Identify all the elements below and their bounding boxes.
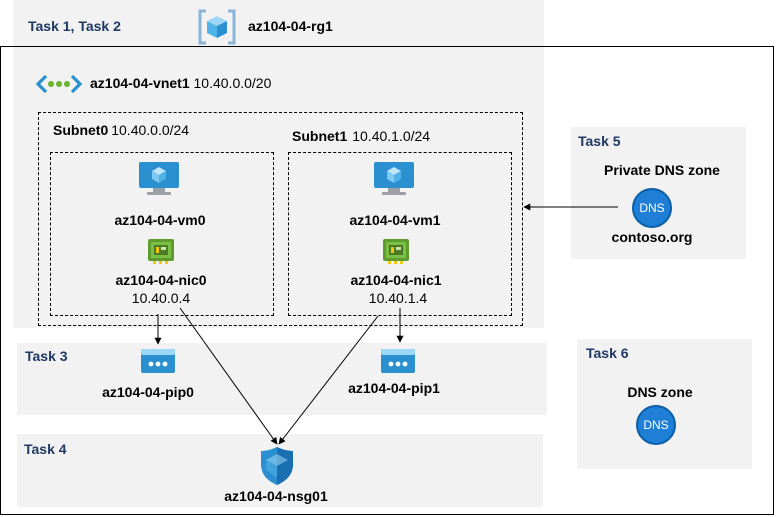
vm1-name: az104-04-vm1 bbox=[349, 212, 441, 228]
private-dns-badge: DNS bbox=[639, 201, 665, 215]
task12-band bbox=[13, 0, 544, 50]
vnet-name: az104-04-vnet1 bbox=[90, 75, 190, 91]
subnet0-name: Subnet0 bbox=[53, 122, 109, 138]
subnet1-name: Subnet1 bbox=[292, 128, 348, 144]
task6-label: Task 6 bbox=[586, 345, 629, 361]
task3-label: Task 3 bbox=[25, 348, 68, 364]
resource-group-name: az104-04-rg1 bbox=[248, 18, 333, 34]
task12-label: Task 1, Task 2 bbox=[28, 18, 121, 34]
pip1-name: az104-04-pip1 bbox=[348, 380, 440, 396]
private-dns-zone-name: contoso.org bbox=[611, 229, 693, 245]
vnet-band bbox=[13, 50, 544, 328]
dns-zone-icon: DNS bbox=[636, 405, 676, 445]
nic0-to-nsg-arrow bbox=[179, 307, 278, 445]
resource-group-icon bbox=[198, 9, 236, 45]
nic0-icon bbox=[148, 239, 174, 264]
pip0-icon bbox=[141, 349, 175, 373]
resource-group-border bbox=[0, 46, 774, 515]
task3-band bbox=[17, 343, 547, 415]
nic1-ip: 10.40.1.4 bbox=[368, 290, 428, 306]
vm1-icon bbox=[374, 162, 414, 195]
private-dns-icon: DNS bbox=[632, 188, 672, 228]
vnet-subnets-dashed-box bbox=[38, 112, 523, 326]
private-dns-title: Private DNS zone bbox=[604, 162, 720, 178]
nic0-name: az104-04-nic0 bbox=[115, 272, 207, 288]
nic1-name: az104-04-nic1 bbox=[350, 272, 442, 288]
subnet0-cidr: 10.40.0.0/24 bbox=[111, 122, 190, 138]
pip0-name: az104-04-pip0 bbox=[102, 384, 194, 400]
nsg-shield-icon bbox=[261, 447, 293, 485]
vnet-title: az104-04-vnet1 10.40.0.0/20 bbox=[90, 75, 271, 91]
pip1-icon bbox=[381, 349, 415, 373]
nic1-to-nsg-arrow bbox=[278, 315, 379, 445]
task4-label: Task 4 bbox=[24, 441, 67, 457]
vnet-cidr: 10.40.0.0/20 bbox=[193, 75, 272, 91]
subnet1-cidr: 10.40.1.0/24 bbox=[352, 128, 431, 144]
subnet0-dashed-box bbox=[50, 152, 274, 316]
vnet-icon bbox=[36, 74, 82, 94]
dns-zone-title: DNS zone bbox=[627, 384, 693, 400]
vm0-name: az104-04-vm0 bbox=[114, 212, 206, 228]
task5-label: Task 5 bbox=[578, 133, 621, 149]
dns-zone-badge: DNS bbox=[643, 418, 669, 432]
nsg-name: az104-04-nsg01 bbox=[224, 488, 328, 504]
nic1-icon bbox=[383, 239, 409, 264]
task6-band bbox=[577, 339, 752, 469]
nic0-ip: 10.40.0.4 bbox=[131, 290, 191, 306]
vm0-icon bbox=[139, 162, 179, 195]
